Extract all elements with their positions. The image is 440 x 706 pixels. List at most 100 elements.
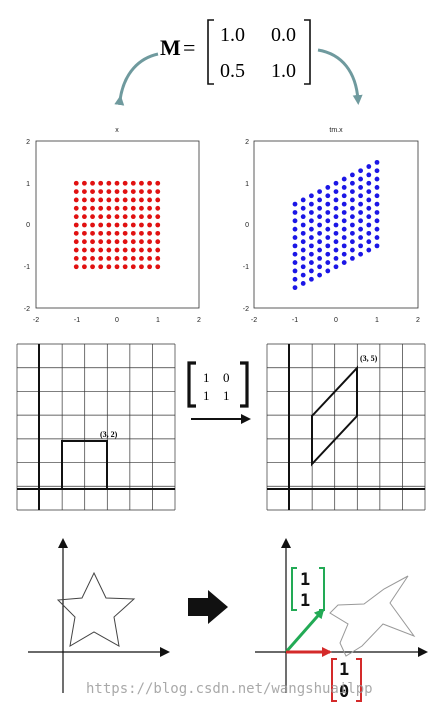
data-point	[300, 256, 306, 261]
data-point	[82, 189, 87, 195]
data-point	[155, 180, 161, 186]
data-point	[300, 264, 306, 270]
data-point	[358, 176, 363, 182]
green-bracket-left	[291, 567, 297, 611]
data-point	[155, 264, 161, 270]
data-point	[82, 197, 87, 203]
data-point	[292, 268, 298, 274]
data-point	[292, 260, 298, 265]
data-point	[333, 197, 339, 203]
data-point	[300, 247, 306, 253]
data-point	[374, 243, 380, 249]
shear-matrix: 1 0 1 1	[187, 361, 251, 424]
data-point	[114, 264, 120, 270]
data-point	[147, 189, 153, 195]
data-point	[374, 218, 380, 224]
data-point	[366, 172, 372, 178]
data-point	[82, 264, 87, 270]
point-label: (3, 5)	[360, 354, 378, 363]
y-tick-label: 2	[245, 139, 249, 146]
matrix-name: M	[160, 35, 181, 60]
point-label: (3, 2)	[100, 430, 118, 439]
data-point	[358, 201, 363, 207]
data-point	[374, 226, 380, 232]
data-point	[139, 247, 144, 253]
data-point	[106, 189, 112, 195]
data-point	[300, 205, 306, 211]
data-point	[317, 264, 322, 270]
data-point	[358, 243, 363, 249]
data-point	[374, 168, 380, 174]
vector-component: 0	[339, 682, 349, 702]
data-point	[325, 226, 331, 232]
data-point	[98, 222, 104, 228]
data-point	[309, 243, 314, 249]
matrix-cell: 0	[223, 370, 230, 385]
data-point	[73, 189, 79, 195]
data-point	[73, 239, 79, 245]
data-point	[155, 247, 161, 253]
data-point	[82, 256, 87, 261]
data-point	[122, 256, 128, 261]
matrix-cell: 0.0	[271, 24, 296, 46]
matrix-cell: 1	[203, 370, 210, 385]
matrix-cell: 1.0	[271, 60, 296, 82]
data-point	[341, 176, 347, 182]
data-point	[341, 243, 347, 249]
data-point	[317, 214, 322, 220]
data-point	[98, 256, 104, 261]
data-point	[300, 272, 306, 278]
data-point	[317, 247, 322, 253]
data-point	[73, 197, 79, 203]
data-point	[122, 264, 128, 270]
data-point	[341, 226, 347, 232]
data-point	[341, 185, 347, 190]
data-point	[82, 205, 87, 211]
curved-arrow-right	[317, 48, 363, 105]
data-point	[106, 222, 112, 228]
data-point	[106, 230, 112, 236]
data-point	[358, 168, 363, 174]
data-point	[147, 247, 153, 253]
data-point	[106, 239, 112, 245]
y-tick-label: 1	[245, 181, 249, 188]
data-point	[82, 222, 87, 228]
data-point	[317, 230, 322, 236]
data-point	[114, 256, 120, 261]
data-point	[147, 222, 153, 228]
data-point	[341, 218, 347, 224]
data-point	[350, 205, 355, 211]
data-point	[82, 214, 87, 220]
plot-title: tm.x	[329, 127, 343, 134]
data-point	[73, 205, 79, 211]
data-point	[139, 264, 144, 270]
data-point	[358, 210, 363, 215]
data-point	[333, 239, 339, 245]
grid-lines	[16, 343, 176, 511]
data-point	[333, 264, 339, 270]
data-point	[155, 205, 161, 211]
data-point	[333, 205, 339, 211]
data-point	[317, 239, 322, 245]
x-tick-label: 0	[334, 317, 338, 324]
scatter-plot-original: x -2 -1 0 1 2 2 1 0 -1 -2	[24, 127, 201, 324]
data-point	[325, 193, 331, 199]
matrix-cell: 1	[223, 388, 230, 403]
data-point	[130, 189, 136, 195]
data-point	[139, 214, 144, 220]
data-point	[292, 243, 298, 249]
data-point	[147, 256, 153, 261]
vector-component: 1	[339, 660, 349, 680]
data-point	[122, 180, 128, 186]
data-point	[147, 180, 153, 186]
data-point	[114, 222, 120, 228]
data-point	[309, 201, 314, 207]
data-point	[130, 205, 136, 211]
data-point	[309, 235, 314, 240]
data-point	[139, 256, 144, 261]
data-point	[341, 210, 347, 215]
data-point	[333, 214, 339, 220]
data-point	[106, 180, 112, 186]
data-point	[292, 218, 298, 224]
